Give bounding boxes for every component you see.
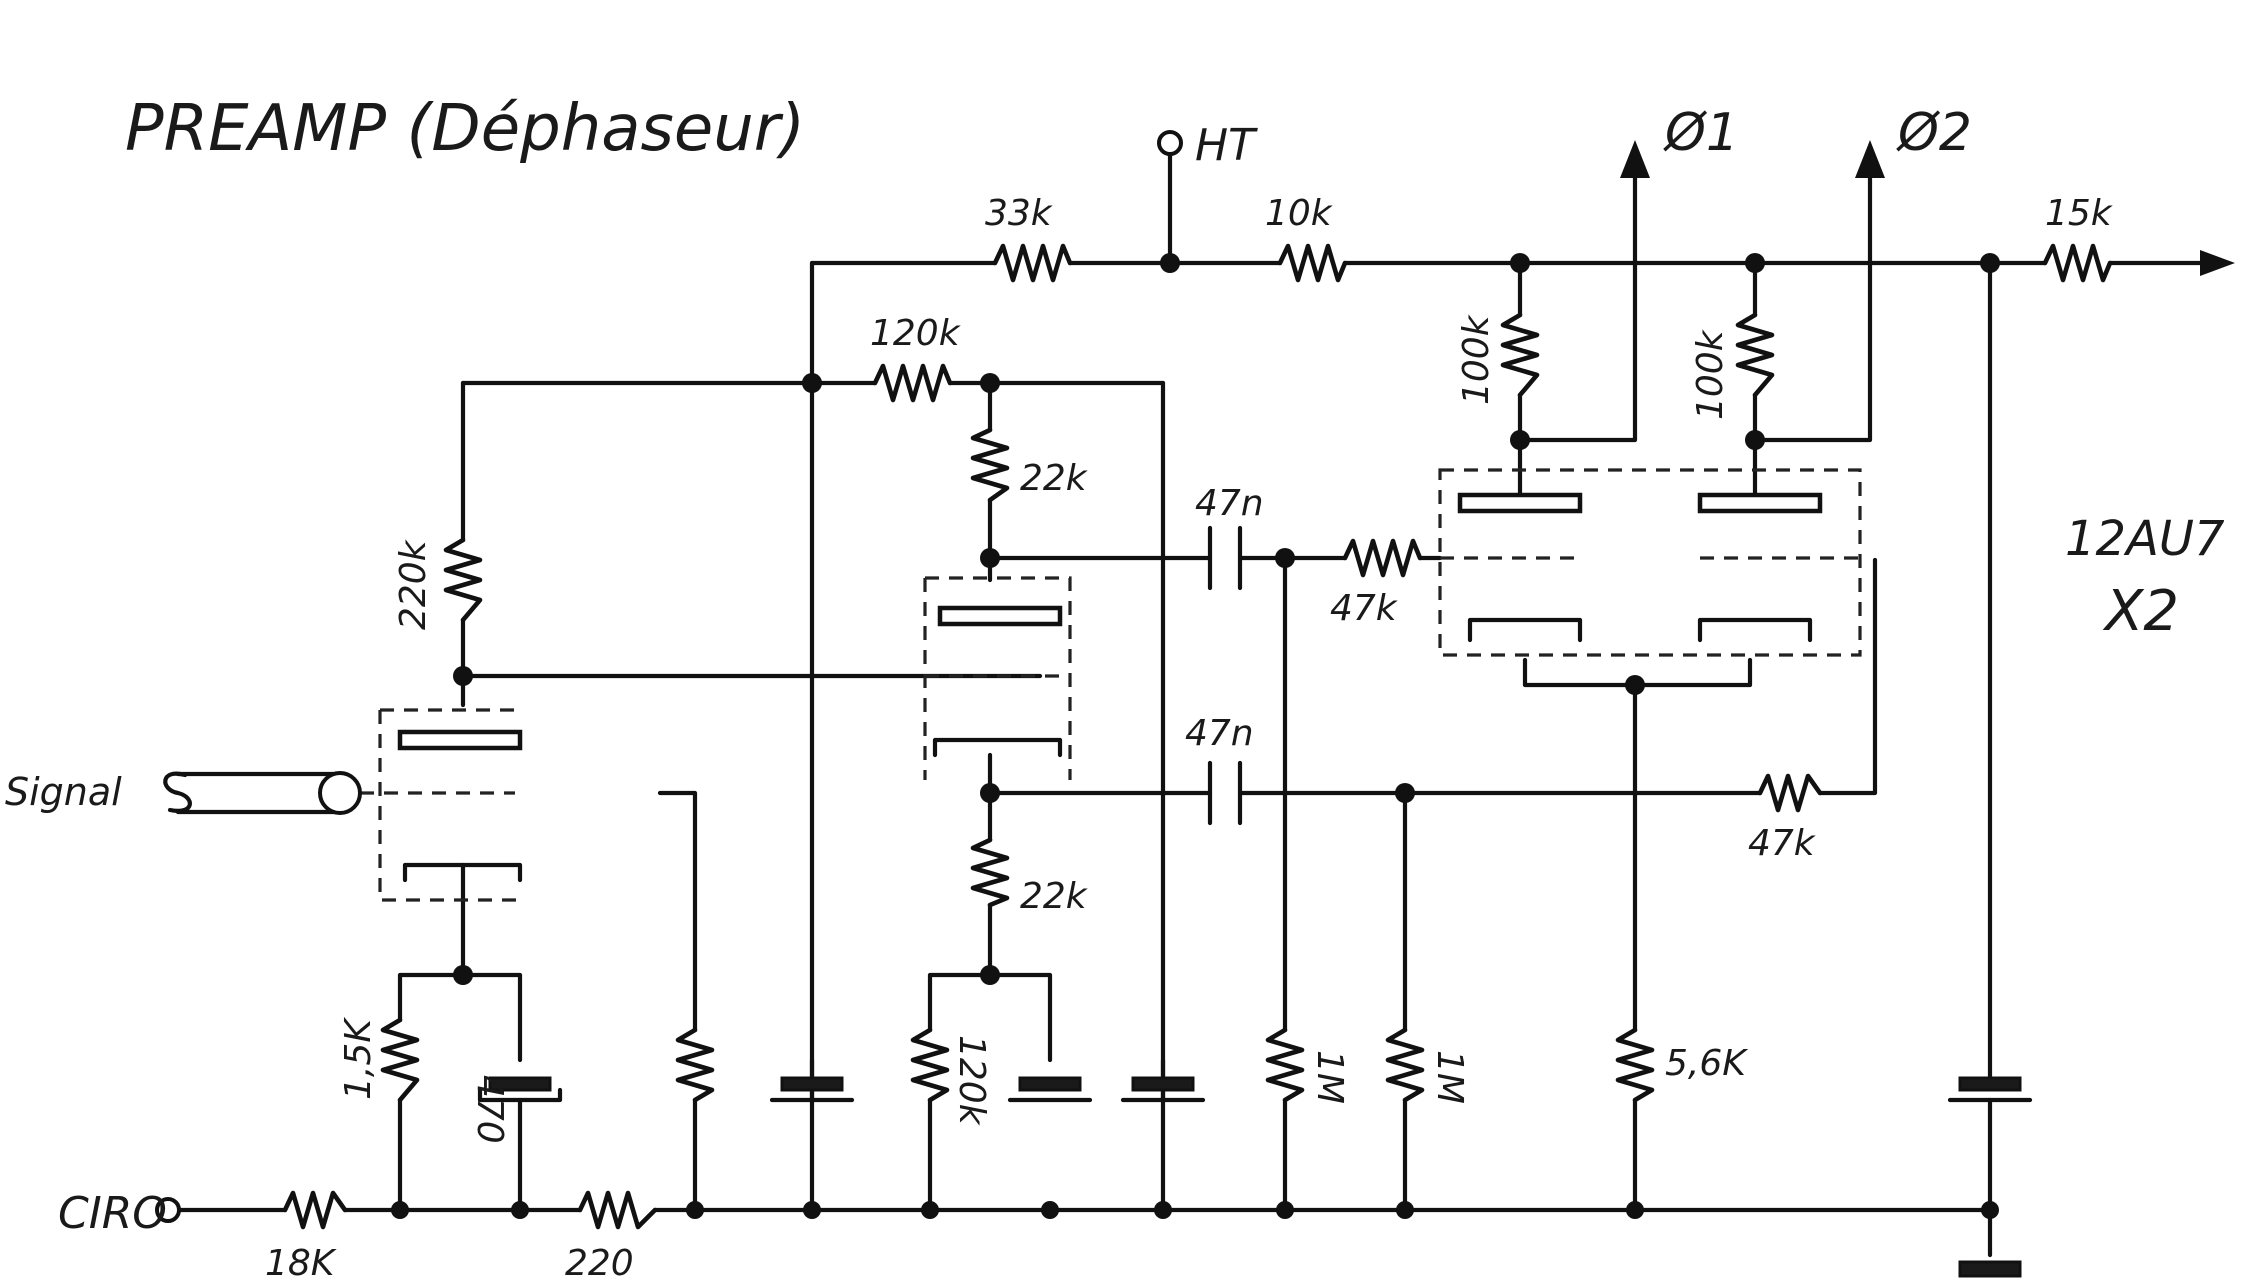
resistor-1m-a (1265, 1027, 1305, 1103)
phase1-arrow-icon (1620, 140, 1650, 178)
label-220k: 220k (393, 538, 434, 630)
labels: PREAMP (Déphaseur) HT Ø1 Ø2 Signal CIRO … (5, 92, 2225, 1279)
label-47k-grid-right: 47k (1748, 823, 1817, 864)
output-arrow-icon (2200, 250, 2235, 276)
label-10k: 10k (1265, 193, 1334, 234)
resistor-120k-low (910, 1027, 950, 1103)
nodes (391, 253, 2000, 1219)
arrows (1620, 140, 2235, 276)
resistor-120k (872, 363, 953, 403)
cap-electrolytic-stage2 (1007, 1076, 1093, 1103)
resistor-22k-top (970, 427, 1010, 503)
label-47k-grid-left: 47k (1330, 588, 1399, 629)
stage1-bias (397, 972, 523, 1063)
label-33k: 33k (985, 193, 1054, 234)
terminals (155, 130, 1183, 1223)
stage1-bias-low (397, 1097, 523, 1213)
phase2-label: Ø2 (1896, 103, 1972, 163)
label-18k: 18K (265, 1243, 337, 1279)
resistor-18k (282, 1190, 348, 1230)
tube-stage2 (923, 576, 1072, 780)
schematic-title: PREAMP (Déphaseur) (125, 92, 805, 166)
cap-47n-top (1207, 525, 1243, 591)
wires (175, 145, 2213, 1258)
phase1-out (1517, 162, 1638, 443)
resistor-22k-bottom (970, 837, 1010, 908)
label-5k6: 5,6K (1665, 1043, 1748, 1084)
cap-electrolytic-mid (1120, 1076, 1206, 1103)
signal-jack-icon (163, 771, 192, 813)
ht-terminal (1157, 130, 1183, 156)
label-470: 470 (469, 1075, 510, 1144)
ciro-label: CIRO (58, 1188, 167, 1239)
cap-electrolytic-right (1947, 1076, 2033, 1103)
label-1m-b: 1M (1429, 1050, 1470, 1104)
phase1-label: Ø1 (1663, 103, 1739, 163)
label-100k-left: 100k (1456, 313, 1497, 405)
tube-stage1 (360, 708, 523, 902)
phase2-arrow-icon (1855, 140, 1885, 178)
label-1k5: 1,5K (338, 1017, 379, 1100)
common-cathode (1522, 657, 1753, 1213)
phase2-out (1752, 162, 1873, 443)
label-120k-low: 120k (951, 1035, 992, 1127)
label-22k-top: 22k (1020, 458, 1089, 499)
label-220: 220 (565, 1243, 634, 1279)
label-1m-a: 1M (1309, 1050, 1350, 1104)
signal-coax (175, 771, 338, 815)
resistor-10k (1277, 243, 1348, 283)
label-47n-bottom: 47n (1185, 713, 1254, 754)
coupling-bottom-c (1817, 557, 1878, 796)
resistor-15k (2042, 243, 2113, 283)
resistor-1m-b (1385, 1027, 1425, 1103)
tube-count-label: X2 (2102, 579, 2179, 644)
label-22k-bottom: 22k (1020, 876, 1089, 917)
resistor-220k (443, 537, 483, 623)
signal-label: Signal (5, 770, 122, 814)
resistor-5k6 (1615, 1027, 1655, 1103)
signal-coax-end (318, 771, 362, 815)
cap-electrolytic-left (769, 1076, 855, 1103)
resistor-1k5 (380, 1017, 420, 1103)
resistor-47k-grid-right (1757, 773, 1823, 813)
resistor-33k (992, 243, 1073, 283)
resistor-220 (577, 1190, 658, 1230)
ground-symbol (1958, 1260, 2022, 1278)
cap-47n-bottom (1207, 760, 1243, 826)
resistor-100k-right (1735, 312, 1775, 398)
tube-output-double (1438, 468, 1862, 657)
label-120k: 120k (870, 313, 962, 354)
label-47n-top: 47n (1195, 483, 1264, 524)
tube-type-label: 12AU7 (2065, 511, 2225, 567)
stage1-grid-return (657, 790, 698, 1213)
cap-470-electrolytic (477, 1076, 563, 1103)
resistor-100k-left (1500, 312, 1540, 398)
ciro-terminal (155, 1197, 181, 1223)
ht-label: HT (1195, 120, 1258, 171)
capacitors (477, 525, 2033, 1278)
tubes (360, 468, 1862, 902)
label-15k: 15k (2045, 193, 2114, 234)
label-100k-right: 100k (1690, 328, 1731, 420)
resistor-47k-grid-left (1342, 538, 1423, 578)
resistor-grid-return (675, 1027, 715, 1103)
resistors (282, 243, 2113, 1230)
